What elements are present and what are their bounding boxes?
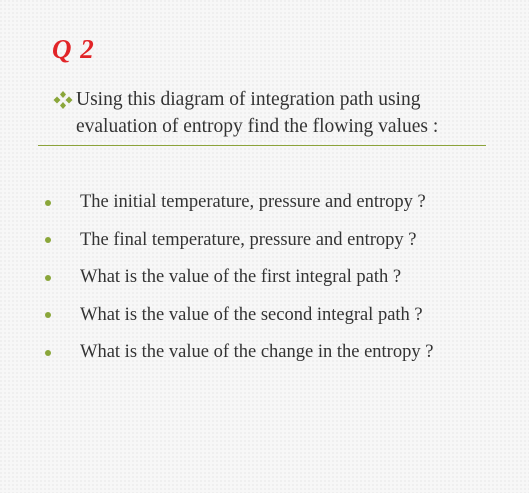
question-list: The initial temperature, pressure and en… [45, 184, 433, 372]
intro-text: Using this diagram of integration path u… [76, 89, 439, 137]
list-item-text: What is the value of the change in the e… [80, 342, 434, 363]
four-diamond-bullet-icon [53, 91, 73, 109]
list-item-text: The initial temperature, pressure and en… [80, 192, 426, 213]
bullet-dot-icon [45, 199, 51, 206]
bullet-dot-icon [45, 349, 51, 356]
list-item: The final temperature, pressure and entr… [45, 222, 433, 260]
bullet-dot-icon [45, 312, 51, 319]
list-item: What is the value of the first integral … [45, 259, 433, 297]
list-item: What is the value of the second integral… [45, 297, 433, 335]
list-item-text: What is the value of the second integral… [80, 304, 423, 325]
slide-title: Q 2 [52, 34, 95, 64]
divider-line [38, 145, 486, 146]
list-item: What is the value of the change in the e… [45, 334, 433, 372]
bullet-dot-icon [45, 237, 51, 244]
list-item: The initial temperature, pressure and en… [45, 184, 433, 222]
intro-paragraph: Using this diagram of integration path u… [52, 86, 492, 140]
bullet-dot-icon [45, 274, 51, 281]
list-item-text: The final temperature, pressure and entr… [80, 229, 417, 250]
list-item-text: What is the value of the first integral … [80, 267, 402, 288]
